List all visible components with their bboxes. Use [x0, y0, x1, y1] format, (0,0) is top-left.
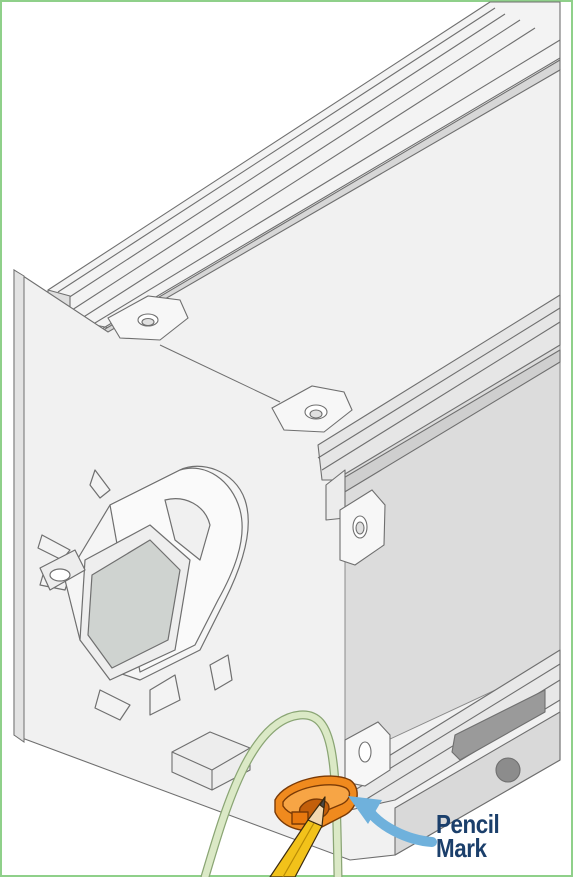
mounting-boss-icon [271, 385, 353, 433]
pointer-arrow-icon [348, 796, 437, 847]
panel-fold-line [159, 344, 281, 403]
mounting-boss-icon [339, 489, 386, 566]
pencil-mark-label-line1: Pencil [436, 809, 500, 839]
bottom-bracket [171, 731, 251, 791]
pencil-mark-label-line2: Mark [436, 833, 487, 863]
middle-rail [317, 294, 561, 521]
pencil-mark-label: Pencil Mark [436, 809, 548, 863]
panel-edge [13, 269, 25, 743]
bottom-rail [349, 649, 561, 856]
sensor-window-icon [37, 465, 249, 721]
mounting-boss-icon [107, 295, 189, 341]
